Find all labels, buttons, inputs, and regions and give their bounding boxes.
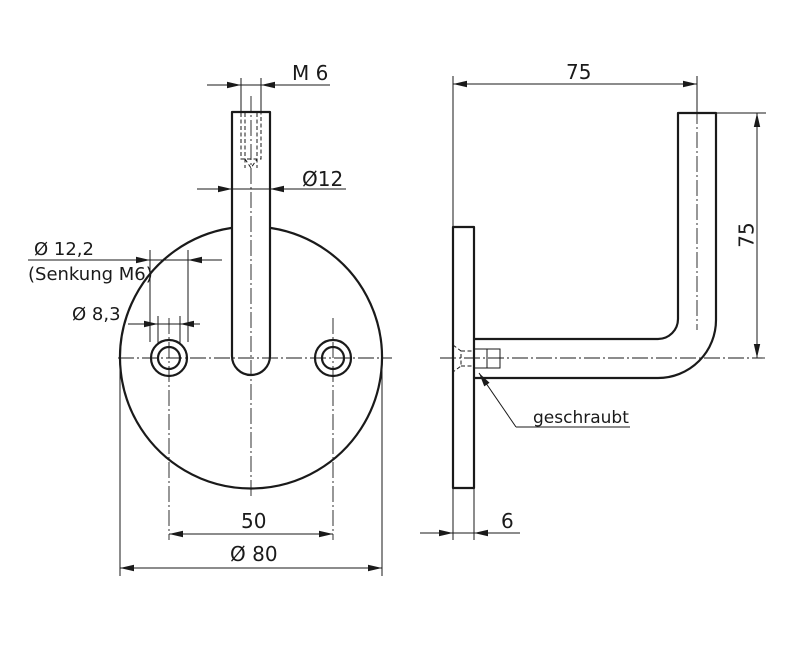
thread-label: M 6 — [292, 61, 328, 85]
rod-diameter-label: Ø12 — [302, 167, 343, 191]
rod-diameter-dimension: Ø12 — [197, 167, 346, 193]
screw-hidden-lines — [452, 344, 474, 373]
screw-note-label: geschraubt — [533, 408, 629, 428]
hole-spacing-dimension: 50 — [169, 509, 333, 538]
screw-shank — [474, 348, 501, 369]
plate-diameter-label: Ø 80 — [230, 542, 278, 566]
plate-diameter-dimension: Ø 80 — [119, 362, 383, 576]
arm-outline — [472, 111, 718, 380]
counterbore-label: Ø 12,2 — [34, 239, 94, 260]
thread-dimension: M 6 — [207, 61, 330, 112]
arm-length-label: 75 — [566, 60, 591, 84]
side-view — [440, 108, 765, 490]
plate-thickness-dimension: 6 — [420, 488, 520, 540]
arm-length-dimension: 75 — [452, 60, 698, 227]
plate-side-outline — [451, 225, 476, 490]
front-view — [118, 96, 392, 540]
counterbore-dimension: Ø 12,2 (Senkung M6) — [28, 239, 222, 342]
arm-height-label: 75 — [735, 222, 759, 247]
hole-diameter-label: Ø 8,3 — [72, 304, 121, 325]
hole-diameter-dimension: Ø 8,3 — [72, 304, 200, 344]
counterbore-note: (Senkung M6) — [28, 264, 153, 285]
arm-height-dimension: 75 — [716, 112, 766, 358]
hole-spacing-label: 50 — [241, 509, 266, 533]
screw-note-leader: geschraubt — [476, 371, 630, 428]
plate-thickness-label: 6 — [501, 509, 514, 533]
